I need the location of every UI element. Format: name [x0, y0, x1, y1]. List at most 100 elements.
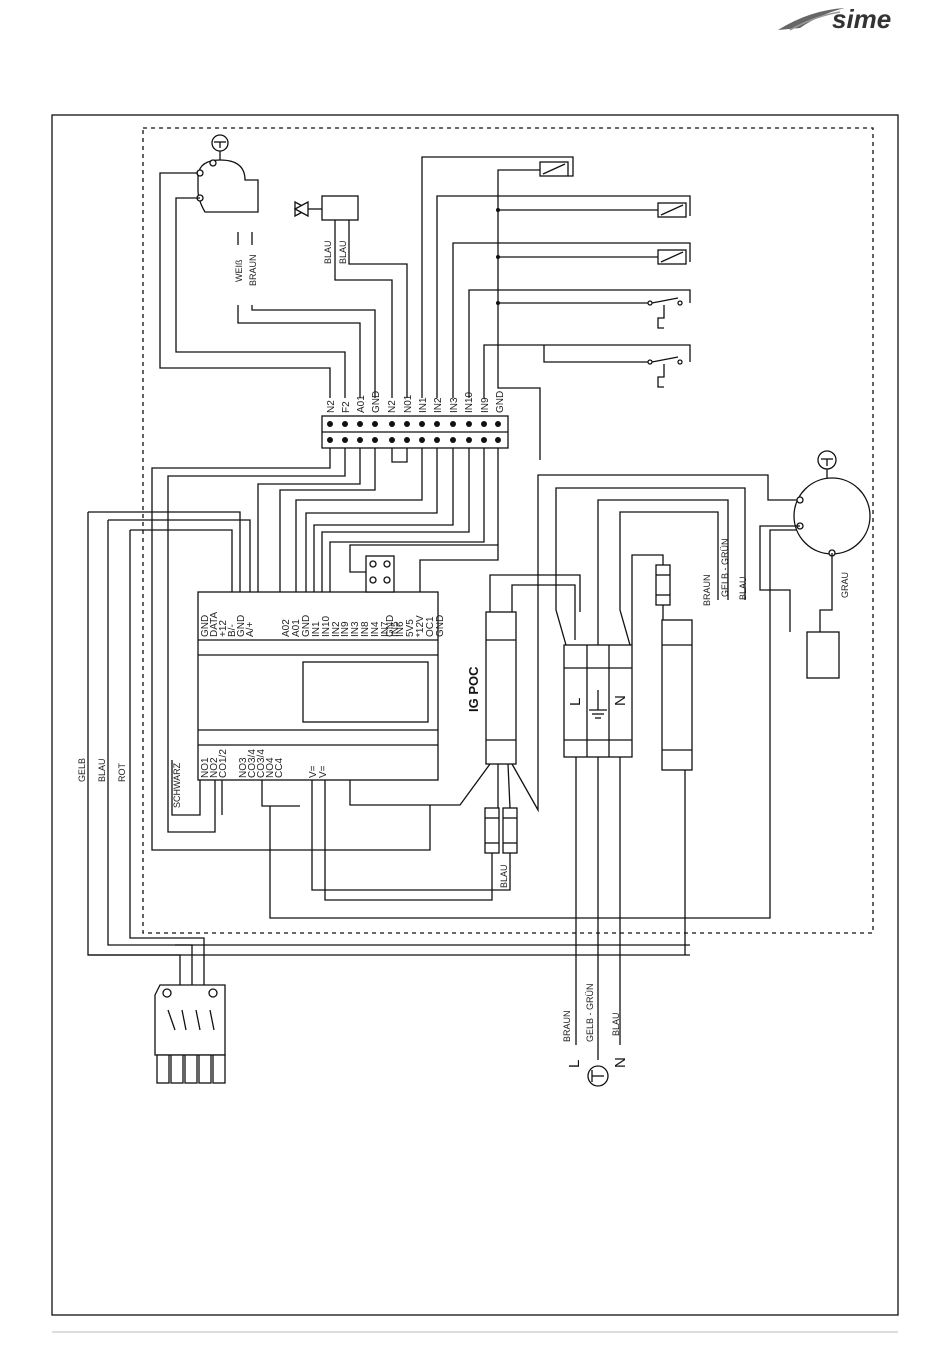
label-braun-mains: BRAUN — [562, 1010, 572, 1042]
terminal-label: IN9 — [480, 397, 491, 413]
terminal-label: GND — [495, 391, 506, 413]
grey-component — [806, 631, 840, 679]
gas-valve — [293, 195, 359, 221]
terminal-screw — [342, 421, 348, 427]
board-pin-label: IN6 — [395, 621, 406, 637]
board-pin-label: IN1 — [311, 621, 322, 637]
board-pin-label: GND — [200, 615, 211, 637]
board-pin-label: NO3 — [238, 757, 249, 778]
terminal-label: IN1 — [418, 397, 429, 413]
terminal-label: N2 — [326, 400, 337, 413]
power-terminal-n: N — [612, 695, 629, 706]
board-pin-label: NO1 — [200, 757, 211, 778]
fuse — [655, 564, 693, 771]
ig-poc-module: IG POC — [466, 611, 517, 765]
terminal-label: N2 — [387, 400, 398, 413]
board-pin-label: NO2 — [209, 757, 220, 778]
terminal-screw — [404, 437, 410, 443]
board-pin-label: V= — [308, 765, 319, 778]
board-pin-label: DATA — [209, 611, 220, 637]
label-rot: ROT — [117, 763, 127, 783]
terminal-label: GND — [371, 391, 382, 413]
terminal-screw — [450, 421, 456, 427]
label-gelb-gruen-mains: GELB - GRÜN — [585, 983, 595, 1042]
board-pin-label: A02 — [281, 619, 292, 637]
outer-frame — [51, 114, 899, 1316]
terminal-screw — [372, 437, 378, 443]
label-blau-mains: BLAU — [611, 1012, 621, 1036]
terminal-screw — [419, 421, 425, 427]
terminal-screw — [495, 437, 501, 443]
board-pin-label: 5V5 — [405, 619, 416, 637]
label-gelb-gruen-pump: GELB - GRÜN — [720, 538, 730, 597]
mains-l: L — [566, 1060, 583, 1068]
board-jumper — [365, 555, 395, 593]
board-pin-label: CC4 — [274, 758, 285, 778]
terminal-screw — [495, 421, 501, 427]
board-pin-label: IN9 — [340, 621, 351, 637]
terminal-label: IN3 — [449, 397, 460, 413]
terminal-screw — [481, 421, 487, 427]
label-braun-pump: BRAUN — [702, 574, 712, 606]
label-blau-valve-1: BLAU — [323, 240, 333, 264]
label-braun-fan: BRAUN — [248, 254, 258, 286]
board-pin-label: GND — [236, 615, 247, 637]
label-gelb: GELB — [77, 758, 87, 782]
board-pin-label: IN2 — [331, 621, 342, 637]
board-pin-label: IN4 — [370, 621, 381, 637]
board-pin-label: GND — [435, 615, 446, 637]
terminal-label: N01 — [403, 394, 414, 413]
label-blau-electrode: BLAU — [499, 864, 509, 888]
board-pin-label: IN5 — [390, 621, 401, 637]
board-pin-label: OC1 — [425, 616, 436, 637]
terminal-screw — [327, 421, 333, 427]
terminal-screw — [389, 421, 395, 427]
board-pin-label: CO3/4 — [247, 749, 258, 778]
pump-motor — [793, 450, 871, 557]
board-pin-label: CO1/2 — [218, 749, 229, 778]
label-blau-ext: BLAU — [97, 758, 107, 782]
mains-n: N — [612, 1057, 629, 1068]
terminal-label: IN10 — [464, 391, 475, 413]
board-pin-label: IN10 — [321, 615, 332, 637]
terminal-screw — [450, 437, 456, 443]
board-pin-label: IN3 — [350, 621, 361, 637]
board-pin-label: GND — [385, 615, 396, 637]
label-schwarz: SCHWARZ — [172, 762, 182, 808]
terminal-screw — [327, 437, 333, 443]
terminal-label: F2 — [341, 401, 352, 413]
terminal-label: IN2 — [433, 397, 444, 413]
board-pin-label: IN8 — [360, 621, 371, 637]
board-pin-label: CO3/4 — [256, 749, 267, 778]
board-pin-label: +12 — [218, 620, 229, 637]
terminal-screw — [357, 421, 363, 427]
label-grau: GRAU — [840, 572, 850, 598]
earth-icon — [587, 1065, 609, 1087]
board-pin-label: A01 — [291, 619, 302, 637]
label-blau-valve-2: BLAU — [338, 240, 348, 264]
brand-logo-text: sime — [832, 4, 891, 34]
label-weiss: WEIß — [234, 259, 244, 282]
terminal-screw — [434, 437, 440, 443]
fan-motor — [196, 134, 259, 213]
terminal-screw — [419, 437, 425, 443]
terminal-screw — [434, 421, 440, 427]
terminal-screw — [466, 437, 472, 443]
board-pin-label: IN7 — [380, 621, 391, 637]
power-terminal: L N — [563, 644, 633, 758]
board-pin-label: A/+ — [245, 622, 256, 637]
terminal-label: A01 — [356, 395, 367, 413]
board-pin-label: GND — [301, 615, 312, 637]
terminal-screw — [389, 437, 395, 443]
terminal-screw — [466, 421, 472, 427]
terminal-screw — [404, 421, 410, 427]
power-terminal-l: L — [567, 698, 584, 706]
board-pin-label: NO4 — [265, 757, 276, 778]
terminal-screw — [372, 421, 378, 427]
terminal-screw — [357, 437, 363, 443]
board-pin-label: V= — [318, 765, 329, 778]
board-pin-label: B/- — [227, 624, 238, 637]
terminal-screw — [342, 437, 348, 443]
